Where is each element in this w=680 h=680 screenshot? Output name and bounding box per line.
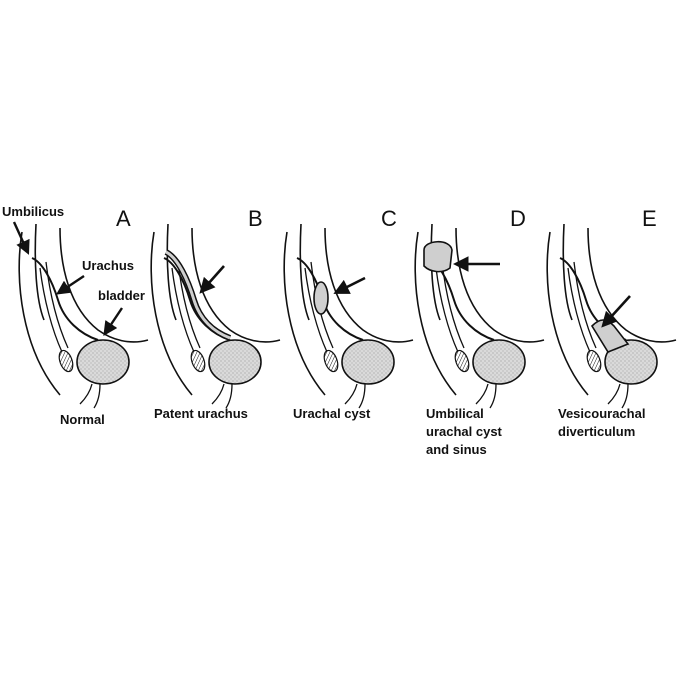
panel-caption-line-2: urachal cyst [426,424,503,439]
pointer-arrow [199,265,225,294]
panel-e: E Vesicourachal diverticulum [546,206,677,439]
panel-letter: C [381,206,397,231]
panel-b: B Patent urachus [150,206,281,421]
panel-caption-line-2: diverticulum [558,424,635,439]
panel-caption: Normal [60,412,105,427]
panel-letter: B [248,206,263,231]
bladder-arrow [103,307,123,336]
umbilicus-arrow [12,221,30,255]
panel-c: C Urachal cyst [283,206,414,421]
callout-bladder: bladder [98,288,145,303]
pointer-arrow [333,276,366,294]
panel-a: A Normal Umbilicus Urachus bladder [2,204,149,427]
panel-letter: D [510,206,526,231]
umbilical-cyst-shape [423,240,453,273]
panel-letter: E [642,206,657,231]
callout-urachus: Urachus [82,258,134,273]
urachal-cyst-shape [313,281,329,315]
panel-caption-line-1: Vesicourachal [558,406,645,421]
panel-caption: Urachal cyst [293,406,371,421]
panel-caption-line-3: and sinus [426,442,487,457]
pointer-arrow [601,295,631,328]
panel-letter: A [116,206,131,231]
callout-umbilicus: Umbilicus [2,204,64,219]
panel-caption: Patent urachus [154,406,248,421]
urachus-arrow [56,275,85,295]
panel-caption-line-1: Umbilical [426,406,484,421]
panel-d: D Umbilical urachal cyst and sinus [414,206,545,457]
